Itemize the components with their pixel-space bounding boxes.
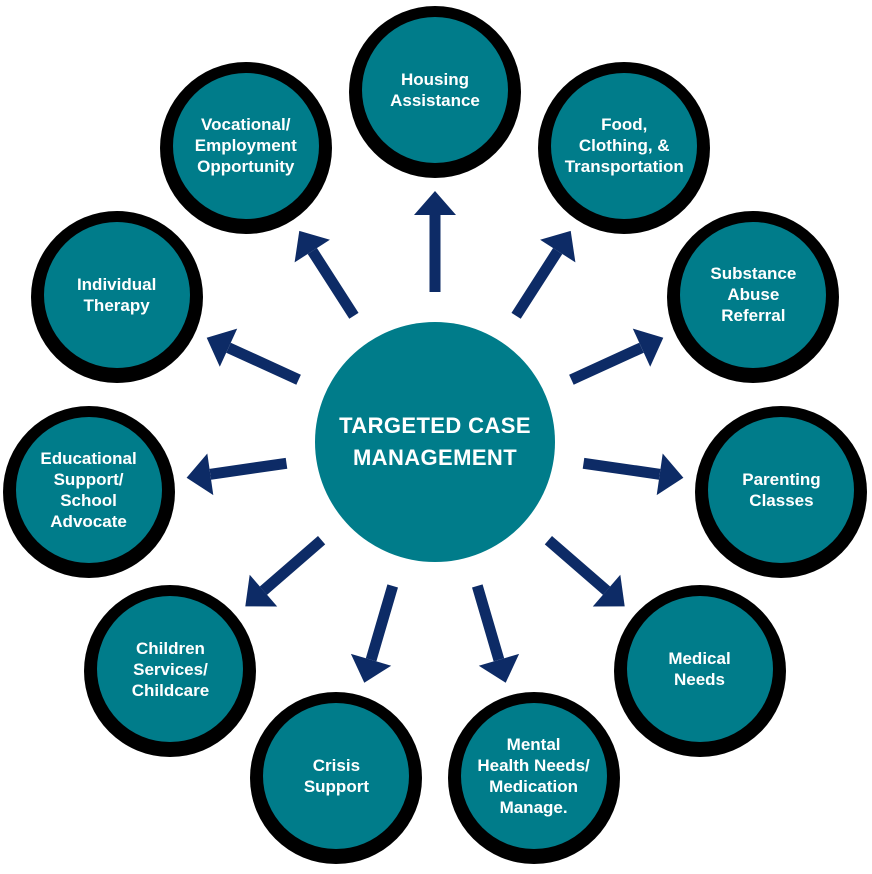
node-label-line: Medical bbox=[668, 649, 731, 669]
arrow-head-medical-needs bbox=[592, 574, 625, 607]
node-label-line: Transportation bbox=[564, 157, 684, 177]
arrow-head-vocational-employment-opportunity bbox=[294, 230, 330, 263]
arrow-head-crisis-support bbox=[350, 653, 392, 683]
node-label-line: Vocational/ bbox=[201, 114, 291, 134]
node-label-line: Children bbox=[136, 638, 205, 658]
node-label-line: Parenting bbox=[742, 469, 821, 489]
node-label-line: Support/ bbox=[53, 469, 124, 489]
center-label-line: MANAGEMENT bbox=[352, 445, 518, 470]
arrow-head-housing-assistance bbox=[414, 191, 456, 215]
arrow-shaft-substance-abuse-referral bbox=[569, 342, 644, 385]
arrow-shaft-food-clothing-transportation bbox=[511, 248, 563, 319]
node-label-line: Childcare bbox=[131, 680, 210, 700]
node-label-line: Housing bbox=[401, 69, 469, 89]
arrow-head-parenting-classes bbox=[656, 453, 684, 496]
arrow-shaft-vocational-employment-opportunity bbox=[307, 248, 359, 319]
node-food-clothing-transportation: Food,Clothing, &Transportation bbox=[538, 61, 711, 234]
node-label-line: Health Needs/ bbox=[477, 755, 590, 775]
arrow-head-substance-abuse-referral bbox=[632, 328, 664, 367]
node-label-line: Assistance bbox=[390, 91, 480, 110]
node-label-line: Needs bbox=[673, 670, 726, 690]
node-label-line: Food, bbox=[601, 114, 648, 134]
node-label-line: Medication bbox=[489, 776, 578, 796]
arrow-head-individual-therapy bbox=[206, 328, 238, 367]
arrow-head-mental-health-medication bbox=[478, 653, 520, 683]
node-label-line: Advocate bbox=[50, 511, 127, 531]
node-label-line: Substance bbox=[710, 263, 797, 283]
arrow-shaft-children-services-childcare bbox=[259, 536, 326, 595]
arrow-head-children-services-childcare bbox=[245, 574, 278, 607]
node-label-line: Therapy bbox=[83, 295, 150, 315]
center-node-label: TARGETED CASE MANAGEMENT bbox=[339, 410, 531, 474]
node-label-line: Clothing, & bbox=[578, 136, 670, 156]
node-label-line: Educational bbox=[40, 448, 137, 468]
node-label-line: Mental bbox=[506, 734, 561, 754]
arrow-shaft-parenting-classes bbox=[582, 457, 661, 480]
node-label-line: School bbox=[60, 490, 117, 510]
arrow-shaft-educational-support-school-advocate bbox=[209, 457, 288, 480]
arrow-head-food-clothing-transportation bbox=[540, 230, 576, 263]
node-face-food-clothing-transportation: Food,Clothing, &Transportation bbox=[551, 72, 698, 219]
arrow-shaft-mental-health-medication bbox=[472, 584, 505, 662]
arrow-head-educational-support-school-advocate bbox=[186, 453, 214, 496]
node-label-line: Manage. bbox=[499, 797, 568, 817]
center-label-line: TARGETED CASE bbox=[339, 413, 531, 439]
node-label-line: Support bbox=[303, 776, 369, 796]
node-label-line: Classes bbox=[749, 490, 814, 510]
node-label-line: Services/ bbox=[133, 659, 208, 679]
arrow-shaft-individual-therapy bbox=[226, 342, 301, 385]
node-label-line: Individual bbox=[76, 274, 157, 294]
arrow-shaft-crisis-support bbox=[365, 584, 398, 662]
node-label-line: Referral bbox=[721, 306, 786, 326]
node-label-line: Employment bbox=[194, 136, 297, 156]
node-label-line: Crisis bbox=[312, 755, 361, 775]
center-node-targeted-case-management: TARGETED CASE MANAGEMENT bbox=[315, 322, 555, 562]
node-label-line: Abuse bbox=[727, 285, 780, 305]
node-label-line: Opportunity bbox=[197, 157, 295, 177]
arrow-shaft-medical-needs bbox=[544, 536, 611, 595]
